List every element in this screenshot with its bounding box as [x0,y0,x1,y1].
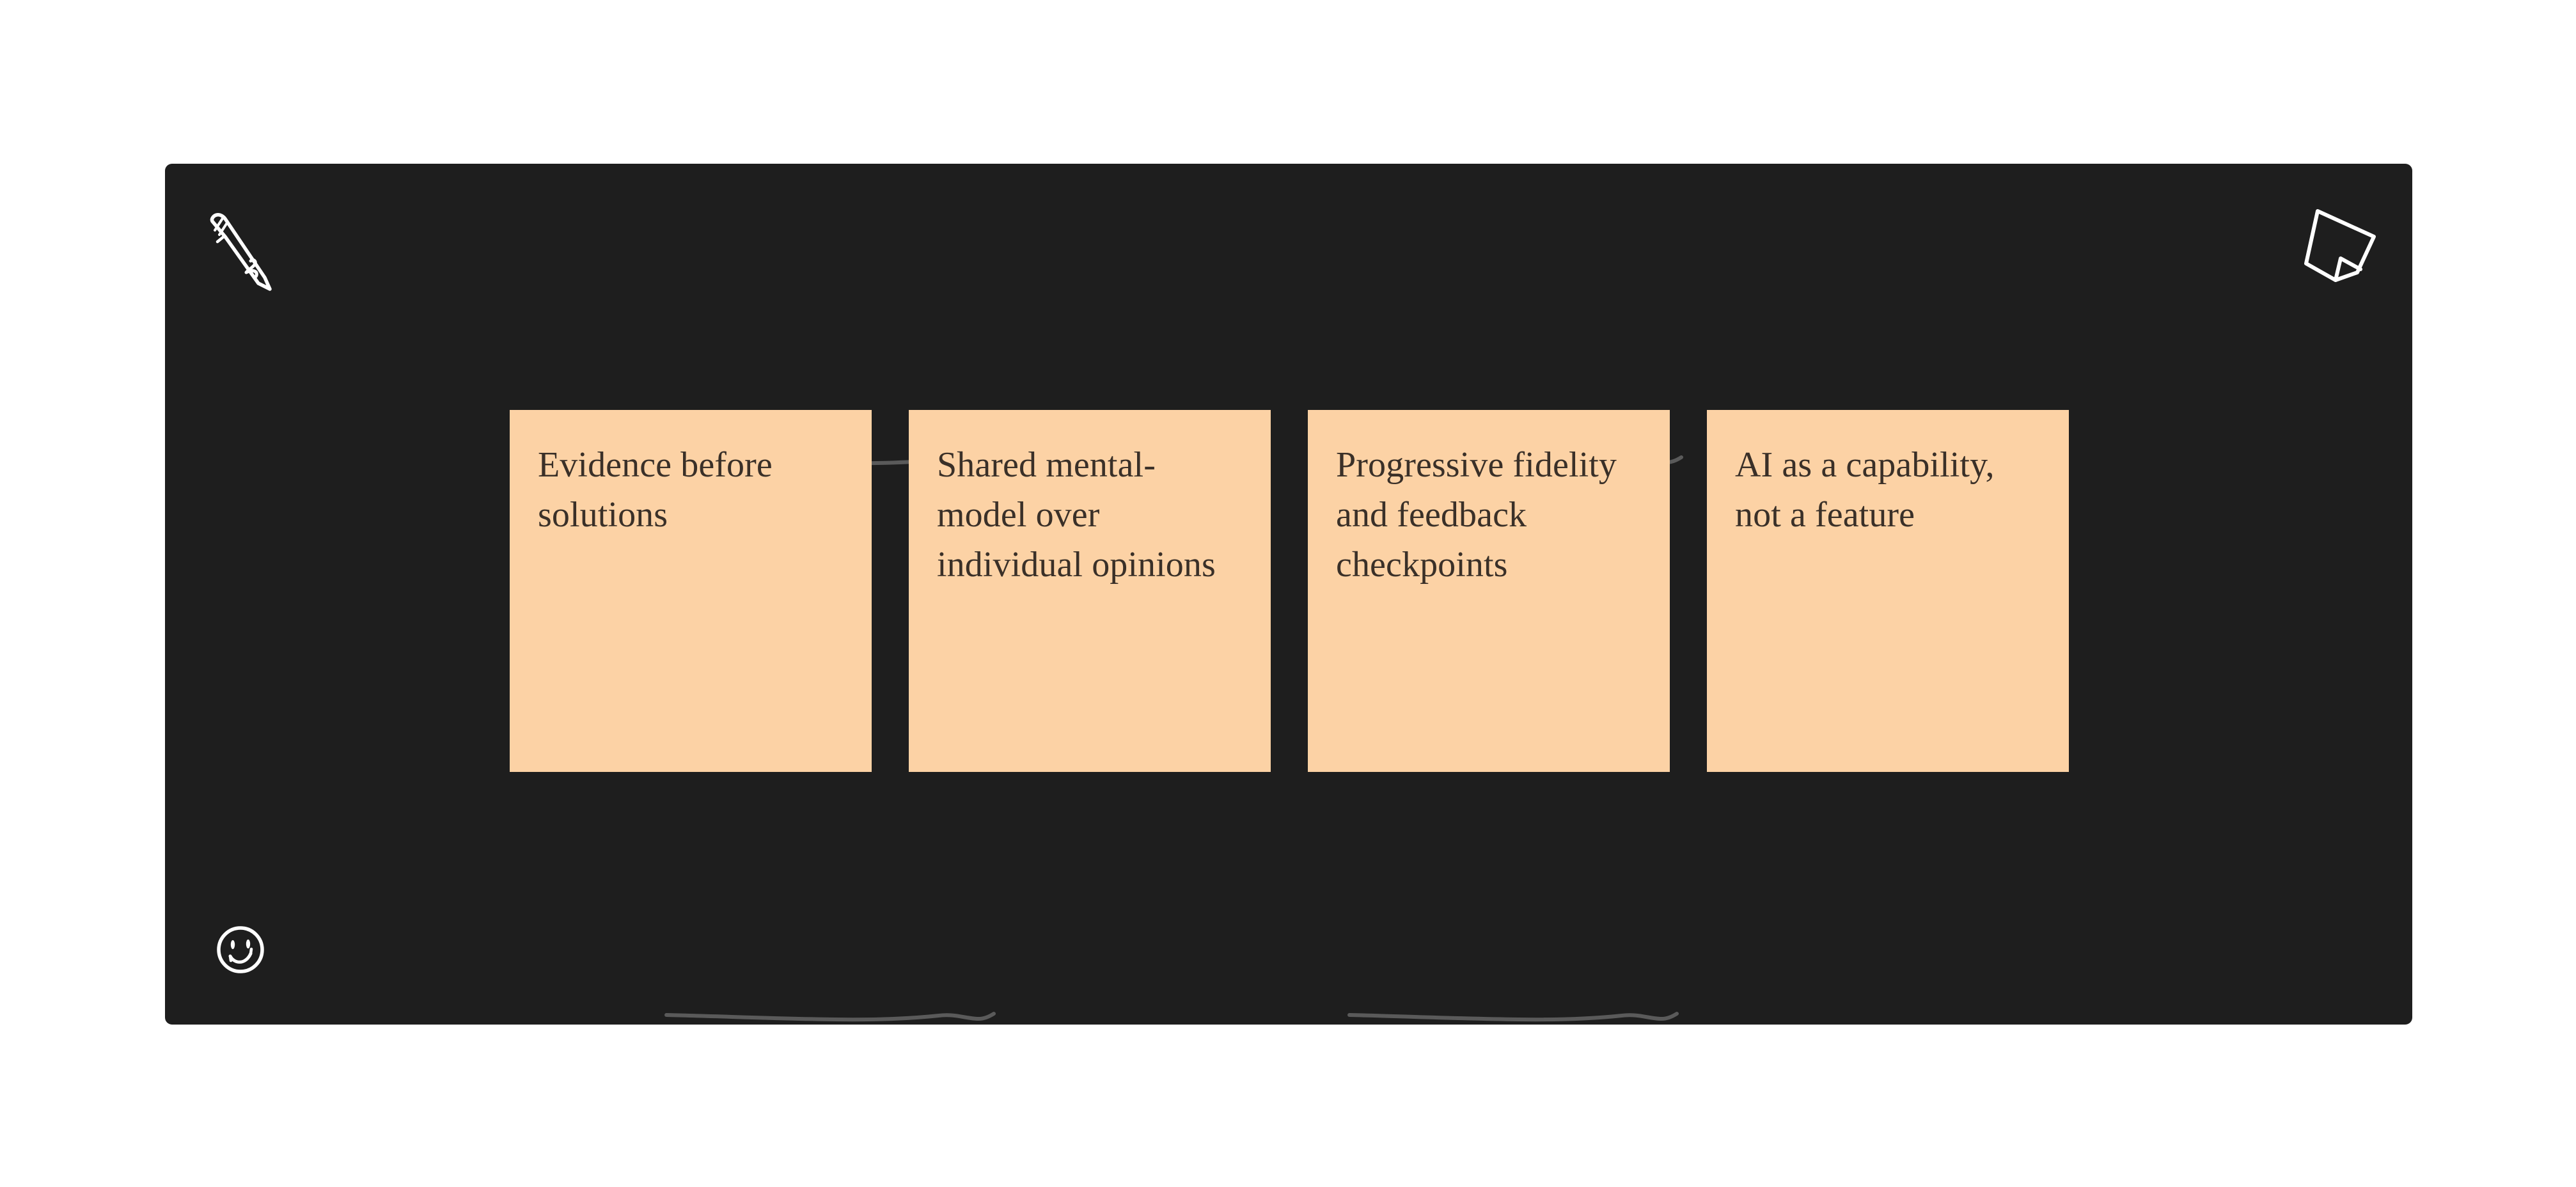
whiteboard-canvas[interactable]: Evidence before solutions Shared mental-… [165,164,2412,1025]
sticky-note[interactable]: AI as a capability, not a feature [1707,410,2069,772]
sticky-note[interactable]: Evidence before solutions [510,410,872,772]
sticky-note-text: Evidence before solutions [538,445,773,535]
smiley-face-icon[interactable] [215,924,266,979]
sticky-note[interactable]: Shared mental-model over individual opin… [909,410,1271,772]
sticky-note-text: Progressive fidelity and feedback checkp… [1336,445,1617,585]
sticky-note[interactable]: Progressive fidelity and feedback checkp… [1308,410,1670,772]
sticky-note-row: Evidence before solutions Shared mental-… [510,410,2069,772]
sticky-note-icon[interactable] [2298,203,2382,287]
pencil-icon[interactable] [206,211,283,297]
sticky-note-text: AI as a capability, not a feature [1735,445,1995,535]
sticky-note-text: Shared mental-model over individual opin… [937,445,1216,585]
divider-squiggle-bottom-left [664,1007,996,1029]
divider-squiggle-bottom-right [1347,1007,1679,1029]
